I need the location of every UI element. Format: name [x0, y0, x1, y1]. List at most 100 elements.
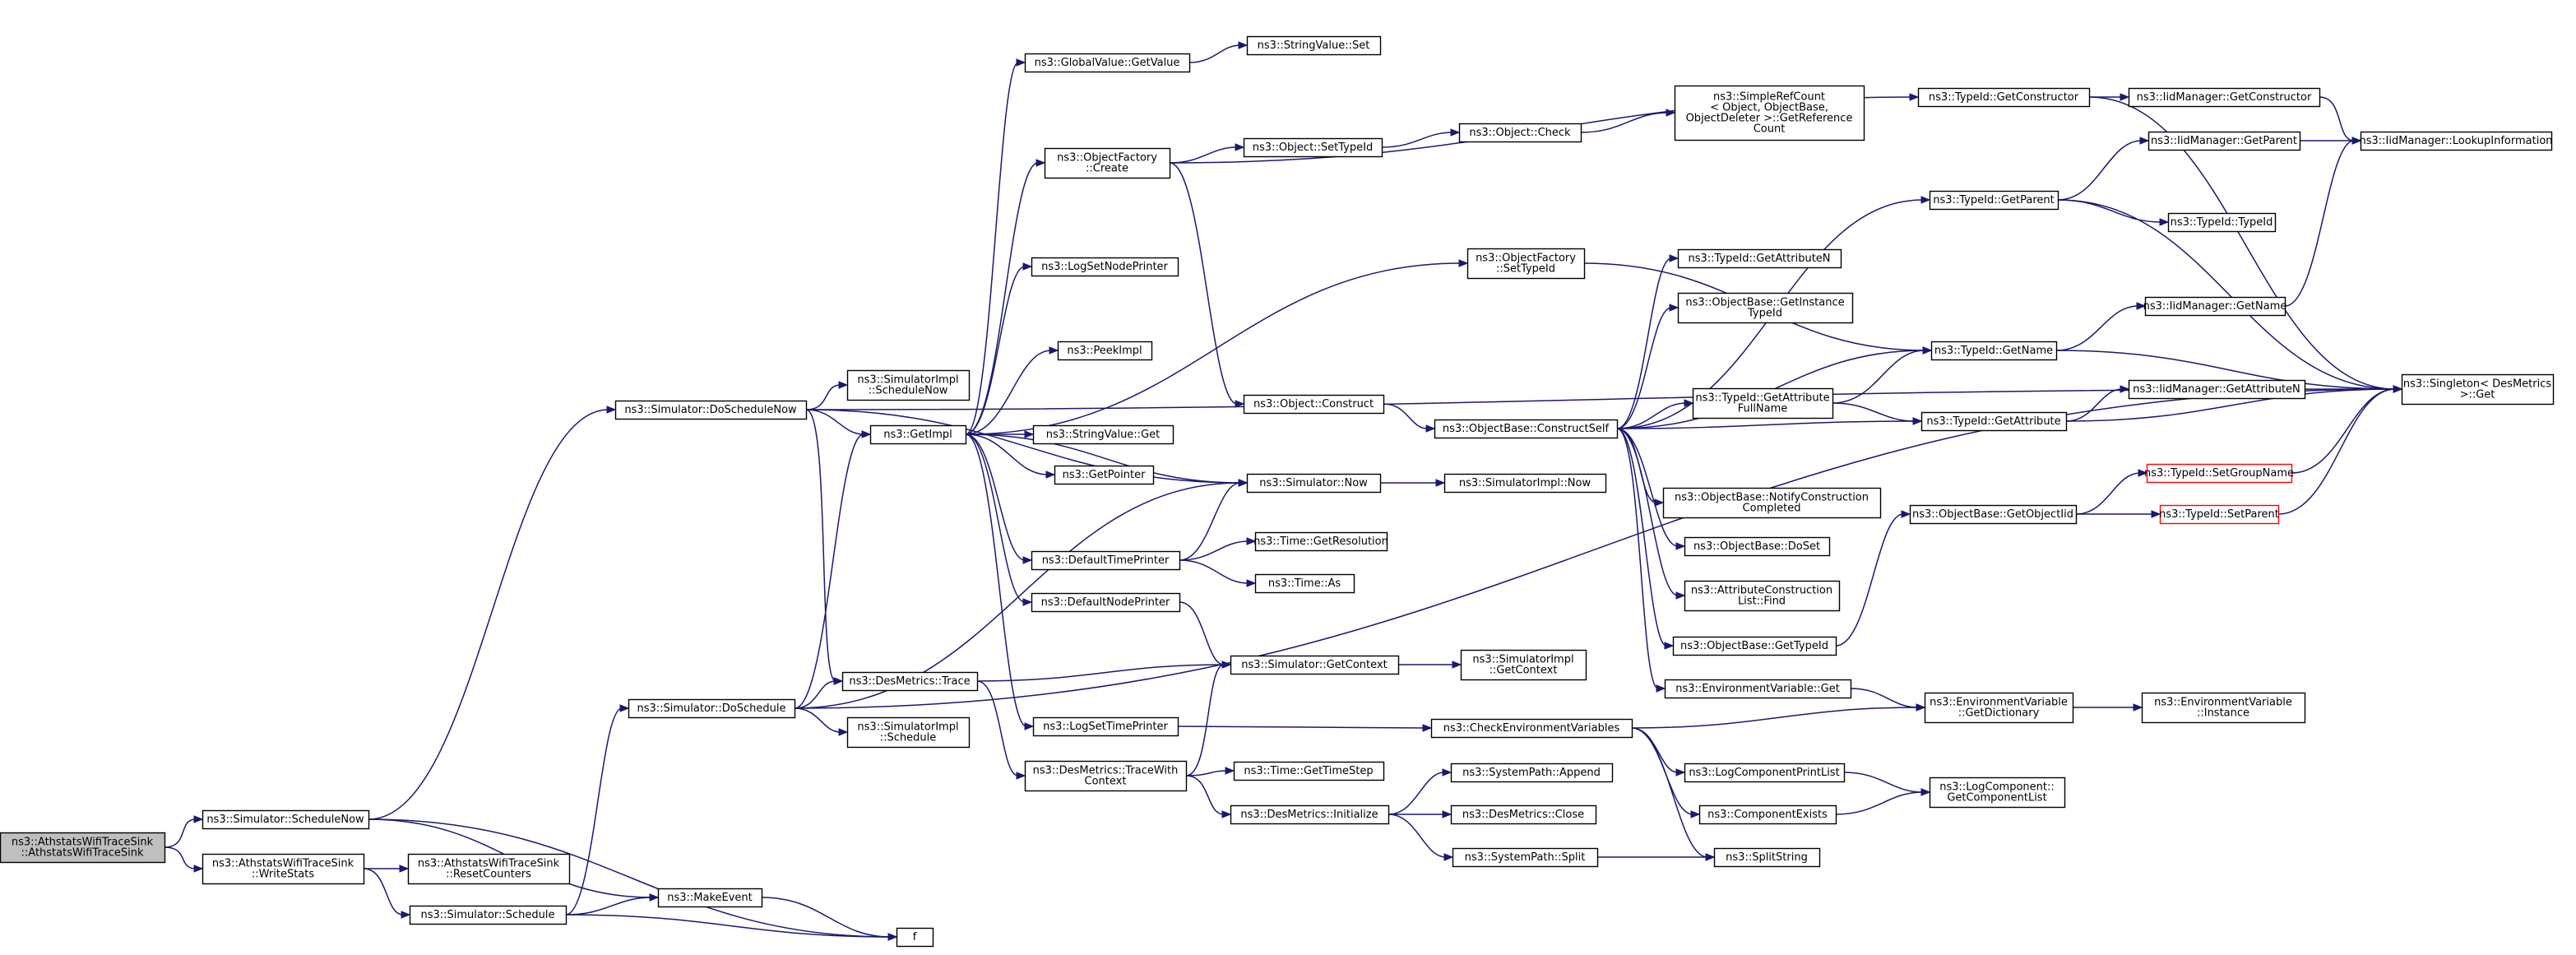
- graph-node-timeGetStep[interactable]: ns3::Time::GetTimeStep: [1233, 761, 1385, 781]
- graph-node-strValSet[interactable]: ns3::StringValue::Set: [1246, 35, 1382, 56]
- graph-node-getRes[interactable]: ns3::Time::GetResolution: [1253, 531, 1388, 552]
- arrowhead: [1422, 724, 1433, 732]
- graph-node-desInit[interactable]: ns3::DesMetrics::Initialize: [1230, 804, 1390, 825]
- graph-node-f[interactable]: f: [896, 927, 934, 948]
- graph-node-sched[interactable]: ns3::Simulator::Schedule: [409, 905, 568, 925]
- graph-node-simNow[interactable]: ns3::Simulator::Now: [1246, 473, 1382, 494]
- graph-node-root[interactable]: ns3::AthstatsWifiTraceSink::AthstatsWifi…: [0, 832, 166, 864]
- node-box: [2360, 131, 2553, 151]
- graph-node-schedNow[interactable]: ns3::Simulator::ScheduleNow: [202, 809, 370, 830]
- graph-node-globalGet[interactable]: ns3::GlobalValue::GetValue: [1024, 53, 1191, 73]
- graph-node-simImplSched[interactable]: ns3::SimulatorImpl::Schedule: [846, 716, 971, 749]
- graph-node-iidGetAttrN[interactable]: ns3::IidManager::GetAttributeN: [2128, 379, 2306, 400]
- node-label: ns3::Simulator::Schedule: [420, 909, 554, 921]
- graph-node-getPointer[interactable]: ns3::GetPointer: [1054, 465, 1155, 485]
- node-box: [1031, 257, 1179, 277]
- graph-node-objSetTypeId[interactable]: ns3::Object::SetTypeId: [1243, 137, 1383, 158]
- graph-node-envInstance[interactable]: ns3::EnvironmentVariable::Instance: [2141, 692, 2306, 724]
- graph-node-checkEnv[interactable]: ns3::CheckEnvironmentVariables: [1430, 718, 1633, 739]
- graph-node-splitString[interactable]: ns3::SplitString: [1713, 847, 1821, 868]
- graph-node-tidGetName[interactable]: ns3::TypeId::GetName: [1930, 341, 2058, 361]
- graph-node-logSetTime[interactable]: ns3::LogSetTimePrinter: [1032, 716, 1179, 737]
- graph-node-obGetTypeId[interactable]: ns3::ObjectBase::GetTypeId: [1672, 636, 1837, 656]
- graph-node-iidLookup[interactable]: ns3::IidManager::LookupInformation: [2359, 131, 2553, 151]
- node-label: ::ScheduleNow: [869, 385, 948, 397]
- call-edge: [965, 159, 1046, 435]
- call-edge-line: [965, 350, 1052, 435]
- graph-node-doSchedNow[interactable]: ns3::Simulator::DoScheduleNow: [614, 400, 808, 420]
- graph-node-objFactCreate[interactable]: ns3::ObjectFactory::Create: [1044, 147, 1171, 179]
- node-label: ns3::TypeId::SetGroupName: [2144, 467, 2294, 480]
- graph-node-tidGetCtor[interactable]: ns3::TypeId::GetConstructor: [1917, 87, 2091, 108]
- call-edge-line: [1616, 428, 1679, 596]
- call-edge-line: [2065, 388, 2123, 422]
- graph-node-simImplSchedNow[interactable]: ns3::SimulatorImpl::ScheduleNow: [846, 369, 971, 401]
- graph-node-iidGetName[interactable]: ns3::IidManager::GetName: [2143, 296, 2287, 317]
- node-label: ns3::ComponentExists: [1707, 809, 1828, 821]
- graph-node-resetCounters[interactable]: ns3::AthstatsWifiTraceSink::ResetCounter…: [407, 853, 571, 885]
- graph-node-simpleRef[interactable]: ns3::SimpleRefCount< Object, ObjectBase,…: [1674, 85, 1865, 141]
- graph-node-setParent[interactable]: ns3::TypeId::SetParent: [2159, 504, 2280, 525]
- node-box: [1662, 487, 1882, 519]
- call-edge-line: [1580, 112, 1669, 133]
- node-label: ns3::Simulator::Now: [1259, 477, 1368, 489]
- graph-node-objConstruct[interactable]: ns3::Object::Construct: [1243, 394, 1385, 415]
- graph-node-tidGetParent[interactable]: ns3::TypeId::GetParent: [1929, 190, 2059, 211]
- graph-node-envGet[interactable]: ns3::EnvironmentVariable::Get: [1664, 679, 1852, 699]
- call-nodes: ns3::AthstatsWifiTraceSink::AthstatsWifi…: [0, 35, 2555, 948]
- arrowhead: [1675, 542, 1686, 550]
- graph-node-notifyConstr[interactable]: ns3::ObjectBase::NotifyConstructionCompl…: [1662, 487, 1882, 519]
- graph-node-singletonGet[interactable]: ns3::Singleton< DesMetrics>::Get: [2401, 373, 2555, 406]
- graph-node-objCheck[interactable]: ns3::Object::Check: [1458, 123, 1582, 143]
- graph-node-iidGetParent[interactable]: ns3::IidManager::GetParent: [2147, 131, 2301, 151]
- call-edge-line: [805, 388, 2396, 410]
- graph-node-simGetCtx[interactable]: ns3::Simulator::GetContext: [1230, 655, 1400, 675]
- graph-node-defTimePrinter[interactable]: ns3::DefaultTimePrinter: [1031, 550, 1181, 571]
- call-edge: [1616, 428, 1675, 650]
- graph-node-doSet[interactable]: ns3::ObjectBase::DoSet: [1684, 536, 1831, 557]
- graph-node-obGetObjTid[interactable]: ns3::ObjectBase::GetObjectIid: [1909, 504, 2078, 525]
- node-box: [1430, 718, 1633, 739]
- arrowhead: [1235, 400, 1245, 408]
- graph-node-getAttrN[interactable]: ns3::TypeId::GetAttributeN: [1677, 248, 1842, 269]
- graph-node-writeStats[interactable]: ns3::AthstatsWifiTraceSink::WriteStats: [202, 853, 365, 885]
- graph-node-tidGetAttr[interactable]: ns3::TypeId::GetAttribute: [1920, 411, 2068, 432]
- graph-node-compExists[interactable]: ns3::ComponentExists: [1698, 804, 1837, 825]
- graph-node-sysSplit[interactable]: ns3::SystemPath::Split: [1452, 847, 1599, 868]
- graph-node-tidTypeId[interactable]: ns3::TypeId::TypeId: [2167, 212, 2277, 233]
- node-box: [1677, 292, 1854, 324]
- node-label: ns3::SystemPath::Append: [1462, 767, 1601, 779]
- graph-node-constructSelf[interactable]: ns3::ObjectBase::ConstructSelf: [1434, 419, 1619, 439]
- graph-node-logCompGetList[interactable]: ns3::LogComponent::GetComponentList: [1929, 777, 2066, 809]
- graph-node-simImplNow[interactable]: ns3::SimulatorImpl::Now: [1443, 473, 1607, 494]
- node-box: [1692, 387, 1834, 420]
- call-edge-line: [1631, 727, 1693, 815]
- call-edge: [1383, 403, 1436, 433]
- graph-node-getImpl[interactable]: ns3::GetImpl: [869, 424, 967, 445]
- graph-node-strValGet[interactable]: ns3::StringValue::Get: [1032, 424, 1174, 445]
- graph-node-objFactSetTypeId[interactable]: ns3::ObjectFactory::SetTypeId: [1466, 248, 1586, 280]
- graph-node-peekImpl[interactable]: ns3::PeekImpl: [1057, 341, 1153, 361]
- graph-node-makeEvent[interactable]: ns3::MakeEvent: [657, 888, 763, 908]
- node-label: ::WriteStats: [252, 869, 314, 881]
- node-label: ns3::Time::As: [1268, 577, 1341, 590]
- graph-node-timeAs[interactable]: ns3::Time::As: [1254, 573, 1355, 594]
- call-edge-line: [1169, 162, 1238, 405]
- graph-node-setGroupName[interactable]: ns3::TypeId::SetGroupName: [2144, 463, 2294, 484]
- graph-node-doSched[interactable]: ns3::Simulator::DoSchedule: [628, 698, 796, 719]
- graph-node-iidGetCtor[interactable]: ns3::IidManager::GetConstructor: [2128, 87, 2321, 108]
- graph-node-defNodePrinter[interactable]: ns3::DefaultNodePrinter: [1031, 592, 1181, 613]
- call-edge-line: [965, 266, 1026, 435]
- graph-node-logSetNode[interactable]: ns3::LogSetNodePrinter: [1031, 257, 1179, 277]
- arrowhead: [1016, 58, 1026, 67]
- graph-node-simImplGetCtx[interactable]: ns3::SimulatorImpl::GetContext: [1460, 649, 1587, 681]
- graph-node-desTrace[interactable]: ns3::DesMetrics::Trace: [841, 671, 979, 692]
- graph-node-desClose[interactable]: ns3::DesMetrics::Close: [1450, 804, 1597, 825]
- graph-node-sysAppend[interactable]: ns3::SystemPath::Append: [1450, 763, 1614, 783]
- graph-node-envGetDict[interactable]: ns3::EnvironmentVariable::GetDictionary: [1924, 692, 2074, 724]
- graph-node-logCompPrint[interactable]: ns3::LogComponentPrintList: [1684, 763, 1846, 783]
